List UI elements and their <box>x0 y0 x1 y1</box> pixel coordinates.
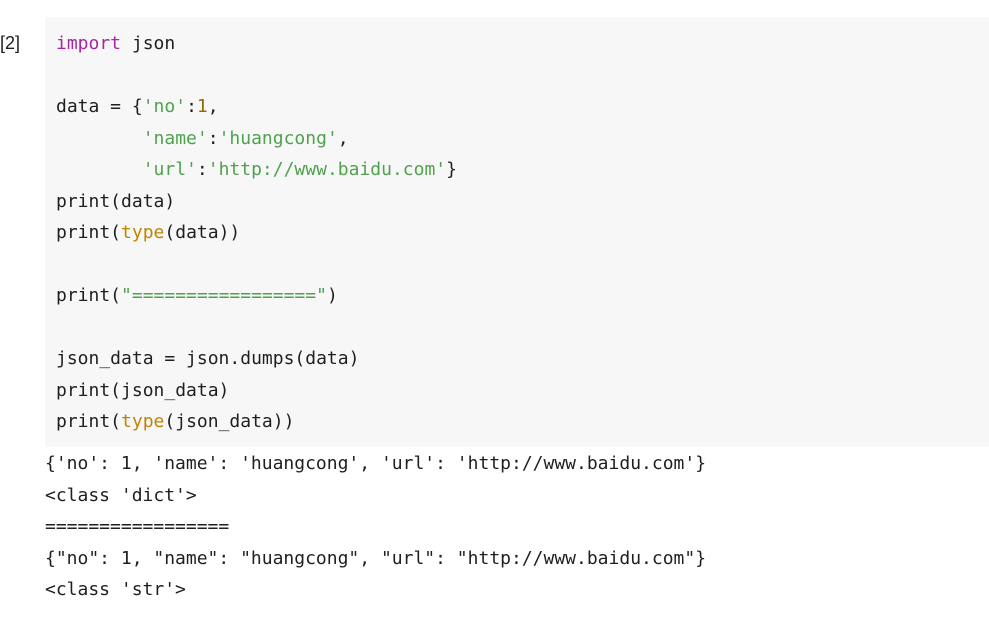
code-token: print( <box>56 285 122 306</box>
code-token: print( <box>56 411 122 432</box>
code-token: , <box>337 127 349 149</box>
code-line-12: print(json_data) <box>56 375 457 407</box>
code-token: data = { <box>56 96 143 117</box>
string-token: 'huangcong' <box>218 127 338 149</box>
code-token: ) <box>326 285 338 306</box>
cell-output: {'no': 1, 'name': 'huangcong', 'url': 'h… <box>45 448 706 606</box>
code-token: print(data) <box>56 190 176 212</box>
code-lines: import json data = {'no':1, 'name':'huan… <box>56 28 457 438</box>
code-token: , <box>207 96 219 117</box>
code-token: : <box>196 159 208 180</box>
string-token: 'name' <box>142 127 208 149</box>
output-line: <class 'dict'> <box>45 484 197 506</box>
code-token: : <box>207 127 219 149</box>
code-token: (json_data)) <box>164 411 295 432</box>
string-token: 'no' <box>142 96 187 117</box>
code-cell-editor[interactable]: import json data = {'no':1, 'name':'huan… <box>45 17 989 447</box>
code-token: json_data = json.dumps(data) <box>56 348 360 369</box>
code-line-6: print(data) <box>56 186 457 218</box>
code-line-7: print(type(data)) <box>56 217 457 249</box>
code-line-2 <box>56 60 457 92</box>
output-line: {'no': 1, 'name': 'huangcong', 'url': 'h… <box>45 453 707 474</box>
code-token: : <box>186 96 197 117</box>
keyword-token: import <box>56 33 122 54</box>
execution-count: [2] <box>0 33 21 53</box>
builtin-token: type <box>121 411 165 432</box>
indent <box>56 128 143 149</box>
code-line-1: import json <box>56 28 457 60</box>
code-line-10 <box>56 312 457 344</box>
code-line-5: 'url':'http://www.baidu.com'} <box>56 154 457 186</box>
code-token: } <box>446 159 457 180</box>
code-line-9: print("=================") <box>56 280 457 312</box>
builtin-token: type <box>121 222 165 243</box>
code-line-8 <box>56 249 457 281</box>
code-line-4: 'name':'huangcong', <box>56 123 457 155</box>
code-line-13: print(type(json_data)) <box>56 406 457 438</box>
code-token: (data)) <box>164 222 241 243</box>
string-token: 'url' <box>142 159 197 180</box>
code-token: print( <box>56 222 122 243</box>
code-token: print(json_data) <box>56 379 230 401</box>
string-token: "=================" <box>121 285 327 306</box>
output-line: {"no": 1, "name": "huangcong", "url": "h… <box>45 547 707 569</box>
string-token: 'http://www.baidu.com' <box>207 159 447 180</box>
code-line-3: data = {'no':1, <box>56 91 457 123</box>
number-token: 1 <box>196 96 208 117</box>
code-line-11: json_data = json.dumps(data) <box>56 343 457 375</box>
indent <box>56 159 143 180</box>
output-line: <class 'str'> <box>45 579 186 600</box>
code-token: json <box>121 33 176 54</box>
output-line: ================= <box>45 516 230 537</box>
